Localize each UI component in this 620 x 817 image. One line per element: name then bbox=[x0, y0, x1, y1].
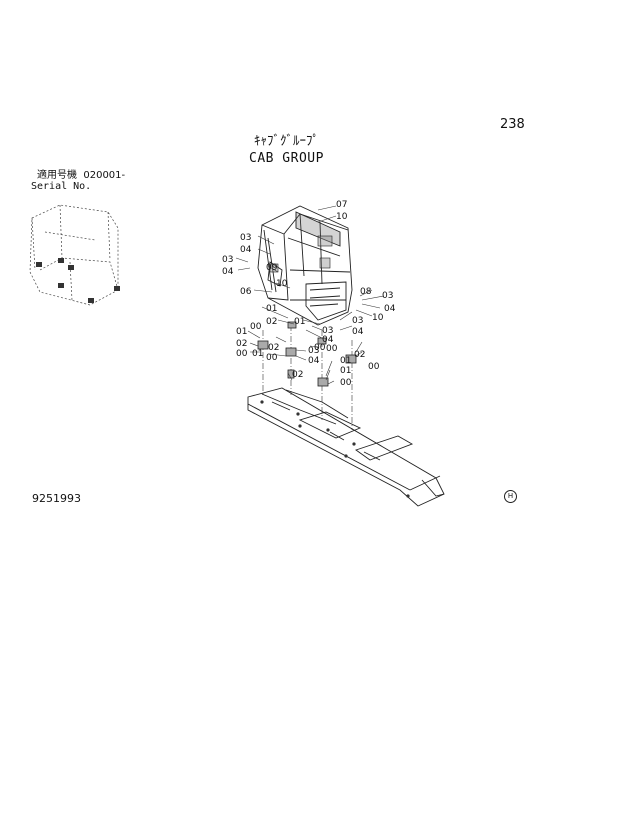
cab-frame bbox=[257, 205, 353, 326]
callout-label: 00 bbox=[250, 322, 262, 332]
callout-label: 02 bbox=[292, 370, 303, 380]
callout-label: 00 bbox=[368, 362, 380, 372]
callout-label: 06 bbox=[240, 287, 252, 297]
drawing-number: 9251993 bbox=[32, 492, 81, 505]
serial-range: 020001- bbox=[83, 170, 126, 181]
callout-label: 04 bbox=[222, 267, 234, 277]
frame-bolts bbox=[260, 400, 410, 498]
callout-label: 01 bbox=[252, 349, 263, 359]
key-view-mounts bbox=[36, 258, 120, 303]
callout-label: 02 bbox=[266, 317, 277, 327]
callout-label: 01 bbox=[266, 304, 277, 314]
callout-label: 04 bbox=[322, 335, 334, 345]
callout-label: 03 bbox=[308, 346, 319, 356]
center-lines bbox=[262, 325, 353, 430]
callout-label: 00 bbox=[340, 378, 352, 388]
callout-label: 02 bbox=[354, 350, 365, 360]
callout-label: 03 bbox=[222, 255, 233, 265]
callout-label: 04 bbox=[352, 327, 364, 337]
callout-label: 00 bbox=[326, 344, 338, 354]
callout-label: 02 bbox=[268, 343, 279, 353]
callout-label: 01 bbox=[236, 327, 247, 337]
callout-label: 00 bbox=[236, 349, 248, 359]
callout-label: 03 bbox=[352, 316, 363, 326]
callout-label: 03 bbox=[322, 326, 333, 336]
callout-label: 00 bbox=[314, 343, 326, 353]
callout-label: 00 bbox=[266, 353, 278, 363]
callout-label: 01 bbox=[294, 317, 305, 327]
callout-label: 03 bbox=[240, 233, 251, 243]
mount-assemblies bbox=[257, 321, 357, 387]
callout-label: 04 bbox=[240, 245, 252, 255]
callout-label: 10 bbox=[372, 313, 384, 323]
callout-label: 07 bbox=[336, 200, 347, 210]
callout-label: 01 bbox=[340, 366, 351, 376]
callout-label: 04 bbox=[384, 304, 396, 314]
serial-label-japanese: 適用号機 020001- bbox=[37, 171, 125, 181]
callout-label: 08 bbox=[360, 287, 372, 297]
page-number: 238 bbox=[500, 117, 525, 132]
callout-label: 02 bbox=[236, 339, 247, 349]
callout-label: 01 bbox=[340, 356, 351, 366]
callout-label: 03 bbox=[382, 291, 393, 301]
serial-label-jp-text: 適用号機 bbox=[37, 170, 77, 181]
cab-details bbox=[269, 235, 333, 273]
leader-lines bbox=[235, 205, 385, 385]
callout-label: 10 bbox=[336, 212, 348, 222]
page-title: CAB GROUP bbox=[249, 151, 324, 166]
base-frame bbox=[247, 387, 445, 507]
serial-label: Serial No. bbox=[31, 181, 92, 192]
callout-label: 04 bbox=[308, 356, 320, 366]
callout-label: 10 bbox=[276, 279, 288, 289]
key-view-thumbnail bbox=[29, 204, 119, 306]
revision-mark-icon: H bbox=[504, 490, 517, 503]
callout-label: 09 bbox=[266, 263, 278, 273]
page-title-japanese: ｷｬﾌﾞｸﾞﾙｰﾌﾟ bbox=[254, 134, 319, 149]
